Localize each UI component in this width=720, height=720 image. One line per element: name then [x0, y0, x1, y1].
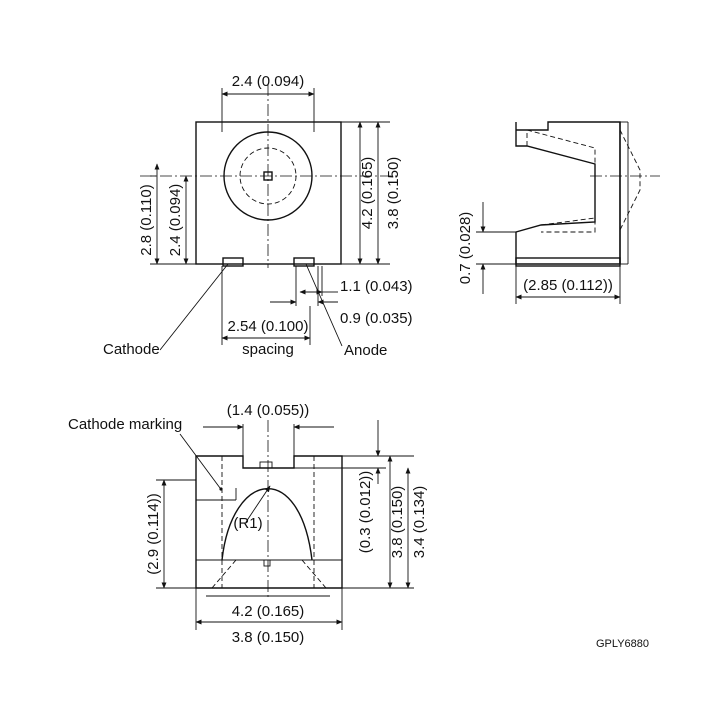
front-dim-left-height-label: (2.9 (0.114)): [145, 493, 162, 574]
front-view-chip: [259, 461, 273, 469]
front-dim-radius-label: (R1): [233, 515, 262, 532]
front-view: (1.4 (0.055)) (R1) Cathode marking (2.9 …: [68, 402, 428, 646]
top-view: 2.4 (0.094) 4.2 (0.165) 3.8 (0.150) 2.8 …: [103, 73, 413, 359]
cathode-label: Cathode: [103, 341, 160, 358]
anode-pad-slot: [293, 257, 315, 267]
side-view-hidden-line: [540, 217, 596, 233]
dim-left-outer-label: 2.8 (0.110): [138, 184, 155, 255]
cathode-leader: [159, 263, 229, 351]
cathode-pad-slot: [222, 257, 244, 267]
side-dim-height-label: 0.7 (0.028): [457, 212, 474, 285]
side-dim-width-label: (2.85 (0.112)): [523, 277, 613, 294]
anode-label: Anode: [344, 342, 387, 359]
front-dim-width-outer-label: 4.2 (0.165): [232, 603, 305, 620]
front-view-outline: [195, 455, 343, 589]
dim-pad-inner-label: 0.9 (0.035): [340, 310, 413, 327]
side-view-outline: [515, 121, 621, 265]
front-view-hidden-line: [211, 559, 327, 589]
side-view-hidden-line: [619, 129, 641, 231]
dim-pitch-label: 2.54 (0.100): [228, 318, 309, 335]
front-dim-height-b-label: 3.4 (0.134): [411, 486, 428, 559]
radius-leader: [245, 485, 271, 523]
dim-window-width-label: 2.4 (0.094): [232, 73, 305, 90]
side-view-hidden-line: [526, 129, 596, 164]
cathode-marking-dot: [219, 487, 223, 491]
dim-height-inner-label: 3.8 (0.150): [385, 157, 402, 230]
pitch-note-label: spacing: [242, 341, 294, 358]
cathode-marking-leader: [179, 433, 221, 489]
dim-left-inner-label: 2.4 (0.094): [167, 184, 184, 257]
front-dim-notch-label: (1.4 (0.055)): [227, 402, 310, 419]
front-view-chip-base: [263, 559, 271, 567]
drawing-code-label: GPLY6880: [596, 638, 649, 650]
side-view-base: [515, 257, 621, 267]
top-view-outline: [195, 121, 342, 265]
dim-pad-outer-label: 1.1 (0.043): [340, 278, 413, 295]
front-dim-height-a-label: 3.8 (0.150): [389, 486, 406, 559]
dim-height-outer-label: 4.2 (0.165): [359, 157, 376, 230]
side-view: 0.7 (0.028) (2.85 (0.112)): [457, 121, 660, 304]
front-dim-notch-depth-label: (0.3 (0.012)): [357, 471, 374, 554]
front-view-hidden-line: [221, 456, 315, 588]
front-dim-width-inner-label: 3.8 (0.150): [232, 629, 305, 646]
cathode-marking-label: Cathode marking: [68, 416, 182, 433]
anode-leader: [305, 263, 343, 347]
